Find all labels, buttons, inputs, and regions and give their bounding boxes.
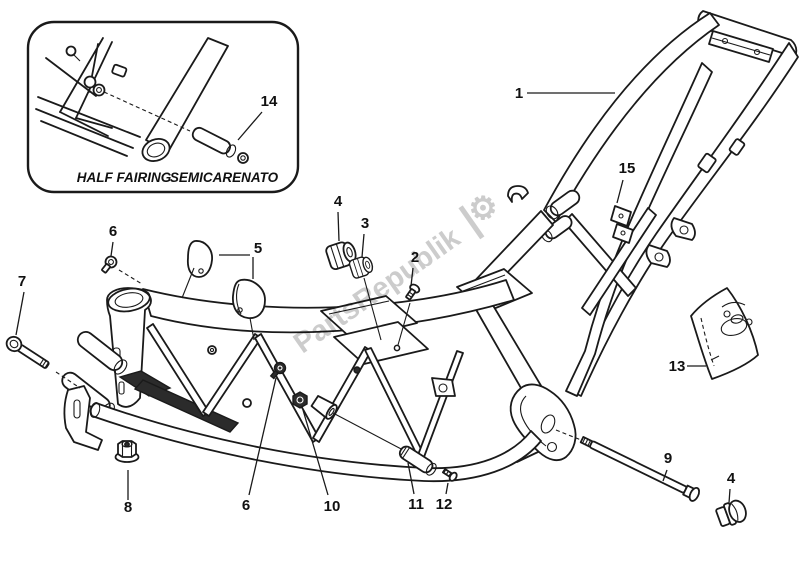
callout-14-leader <box>237 111 263 141</box>
nut-part-10 <box>292 391 308 409</box>
callout-6-top-label: 6 <box>109 223 117 240</box>
callout-1-label: 1 <box>515 85 523 102</box>
callout-10-leader <box>302 409 329 496</box>
inset-panel-border <box>26 20 300 194</box>
callout-9-leader <box>662 469 668 482</box>
callout-4-top-leader <box>337 211 340 242</box>
cone-bushing <box>310 395 338 420</box>
callout-6-bottom-label: 6 <box>242 497 250 514</box>
screw-part-2 <box>405 283 421 301</box>
inset-panel: 14 HALF FAIRING SEMICARENATO <box>26 20 300 194</box>
screw-part-12 <box>441 468 458 482</box>
bolt-part-7 <box>5 335 81 389</box>
callout-5-leader <box>219 254 254 279</box>
inset-spacer-part <box>191 126 249 164</box>
inset-frame-detail-drawing <box>35 37 249 164</box>
callout-11-leader <box>407 462 415 495</box>
callout-14-label: 14 <box>261 93 278 110</box>
callout-7-leader <box>15 291 25 336</box>
mid-frame <box>456 210 587 463</box>
bolt-part-9 <box>579 436 700 502</box>
callout-3-label: 3 <box>361 215 369 232</box>
bushing-part-4-top <box>325 241 357 271</box>
rear-subframe <box>543 10 799 397</box>
screw-part-6-bottom <box>269 361 287 380</box>
bracket-part-15 <box>610 205 634 244</box>
main-frame-drawing: 1 15 4 3 2 5 6 7 8 6 10 11 <box>5 10 799 527</box>
callout-4-bottom-label: 4 <box>727 470 736 487</box>
callout-12-leader <box>445 482 449 495</box>
callout-5-label: 5 <box>254 240 262 257</box>
callout-6-bottom-leader <box>248 377 277 496</box>
callout-4-bottom-leader <box>728 488 731 504</box>
spine-tube <box>142 279 515 334</box>
callout-12-label: 12 <box>436 496 453 513</box>
callout-6-top-leader <box>110 241 114 257</box>
inset-caption-italian: SEMICARENATO <box>170 170 279 185</box>
screw-part-6-top <box>101 255 118 274</box>
callout-4-top-label: 4 <box>334 193 343 210</box>
bushing-part-3 <box>348 256 374 279</box>
callouts: 1 15 4 3 2 5 6 7 8 6 10 11 <box>15 85 736 516</box>
rail-clamp <box>697 152 717 174</box>
spacer-part-11 <box>398 445 437 476</box>
callout-10-label: 10 <box>324 498 341 515</box>
callout-15-leader <box>616 179 624 204</box>
frame-mounts <box>507 185 634 244</box>
callout-15-label: 15 <box>619 160 636 177</box>
center-tray-plates <box>320 295 429 365</box>
cover-part-5a <box>186 240 213 278</box>
rail-clamp <box>728 138 746 156</box>
callout-7-label: 7 <box>18 273 26 290</box>
cover-part-5b <box>232 278 266 319</box>
callout-2-label: 2 <box>411 249 419 266</box>
nut-part-8 <box>114 440 140 463</box>
callout-3-leader <box>361 233 365 258</box>
callout-8-label: 8 <box>124 499 132 516</box>
loose-parts <box>5 240 759 527</box>
callout-13-label: 13 <box>669 358 686 375</box>
callout-11-label: 11 <box>408 496 424 513</box>
inset-caption-english: HALF FAIRING <box>77 170 172 185</box>
front-frame-section <box>61 287 542 483</box>
decal-part-13 <box>690 287 759 380</box>
callout-9-label: 9 <box>664 450 672 467</box>
cap-part-4-bottom <box>715 499 747 527</box>
callout-2-leader <box>410 267 414 287</box>
